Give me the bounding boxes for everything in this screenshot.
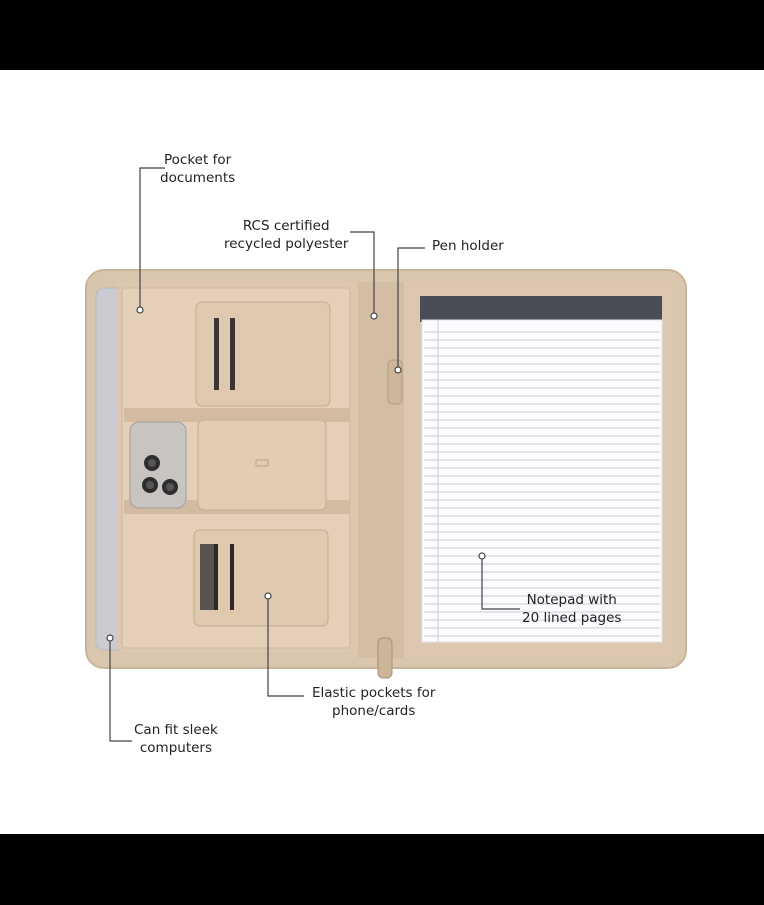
leader-dot-icon: [264, 592, 272, 600]
notepad-header: [420, 296, 662, 322]
callout-pocket-documents: Pocket for documents: [160, 151, 235, 187]
callout-line: Elastic pockets for: [312, 685, 436, 701]
callout-line: phone/cards: [332, 703, 416, 719]
bottom-letterbox-bar: [0, 834, 764, 905]
callout-line: documents: [160, 170, 236, 186]
card-pocket-middle: [197, 419, 327, 511]
leader-lines: [109, 167, 520, 742]
callout-line: Pocket for: [164, 152, 232, 168]
pen-holder: [387, 359, 403, 405]
callout-line: Can fit sleek: [134, 722, 218, 738]
callout-line: recycled polyester: [224, 236, 349, 252]
callout-notepad: Notepad with 20 lined pages: [522, 591, 621, 627]
leader-dot-icon: [370, 312, 378, 320]
leader-dot-icon: [478, 552, 486, 560]
leader-dot-icon: [394, 366, 402, 374]
leader-dot-icon: [136, 306, 144, 314]
callout-line: Pen holder: [432, 238, 504, 254]
folio-illustration: [85, 167, 687, 742]
card-pocket-top: [195, 301, 331, 407]
callout-pen-holder: Pen holder: [432, 237, 504, 255]
callout-line: RCS certified: [242, 218, 330, 234]
callout-elastic-pockets: Elastic pockets for phone/cards: [312, 684, 435, 720]
callout-sleek-computers: Can fit sleek computers: [134, 721, 218, 757]
elastic-band: [124, 408, 350, 422]
callout-rcs-certified: RCS certified recycled polyester: [224, 217, 348, 253]
callout-line: computers: [139, 740, 212, 756]
spine: [358, 282, 404, 658]
zipper-pull: [377, 637, 393, 679]
callout-line: 20 lined pages: [522, 610, 622, 626]
callout-line: Notepad with: [526, 592, 617, 608]
top-letterbox-bar: [0, 0, 764, 70]
leader-dot-icon: [106, 634, 114, 642]
product-image: Pocket for documents RCS certified recyc…: [0, 70, 764, 834]
notepad-lines: [424, 331, 660, 637]
card-pocket-bottom: [193, 529, 329, 627]
